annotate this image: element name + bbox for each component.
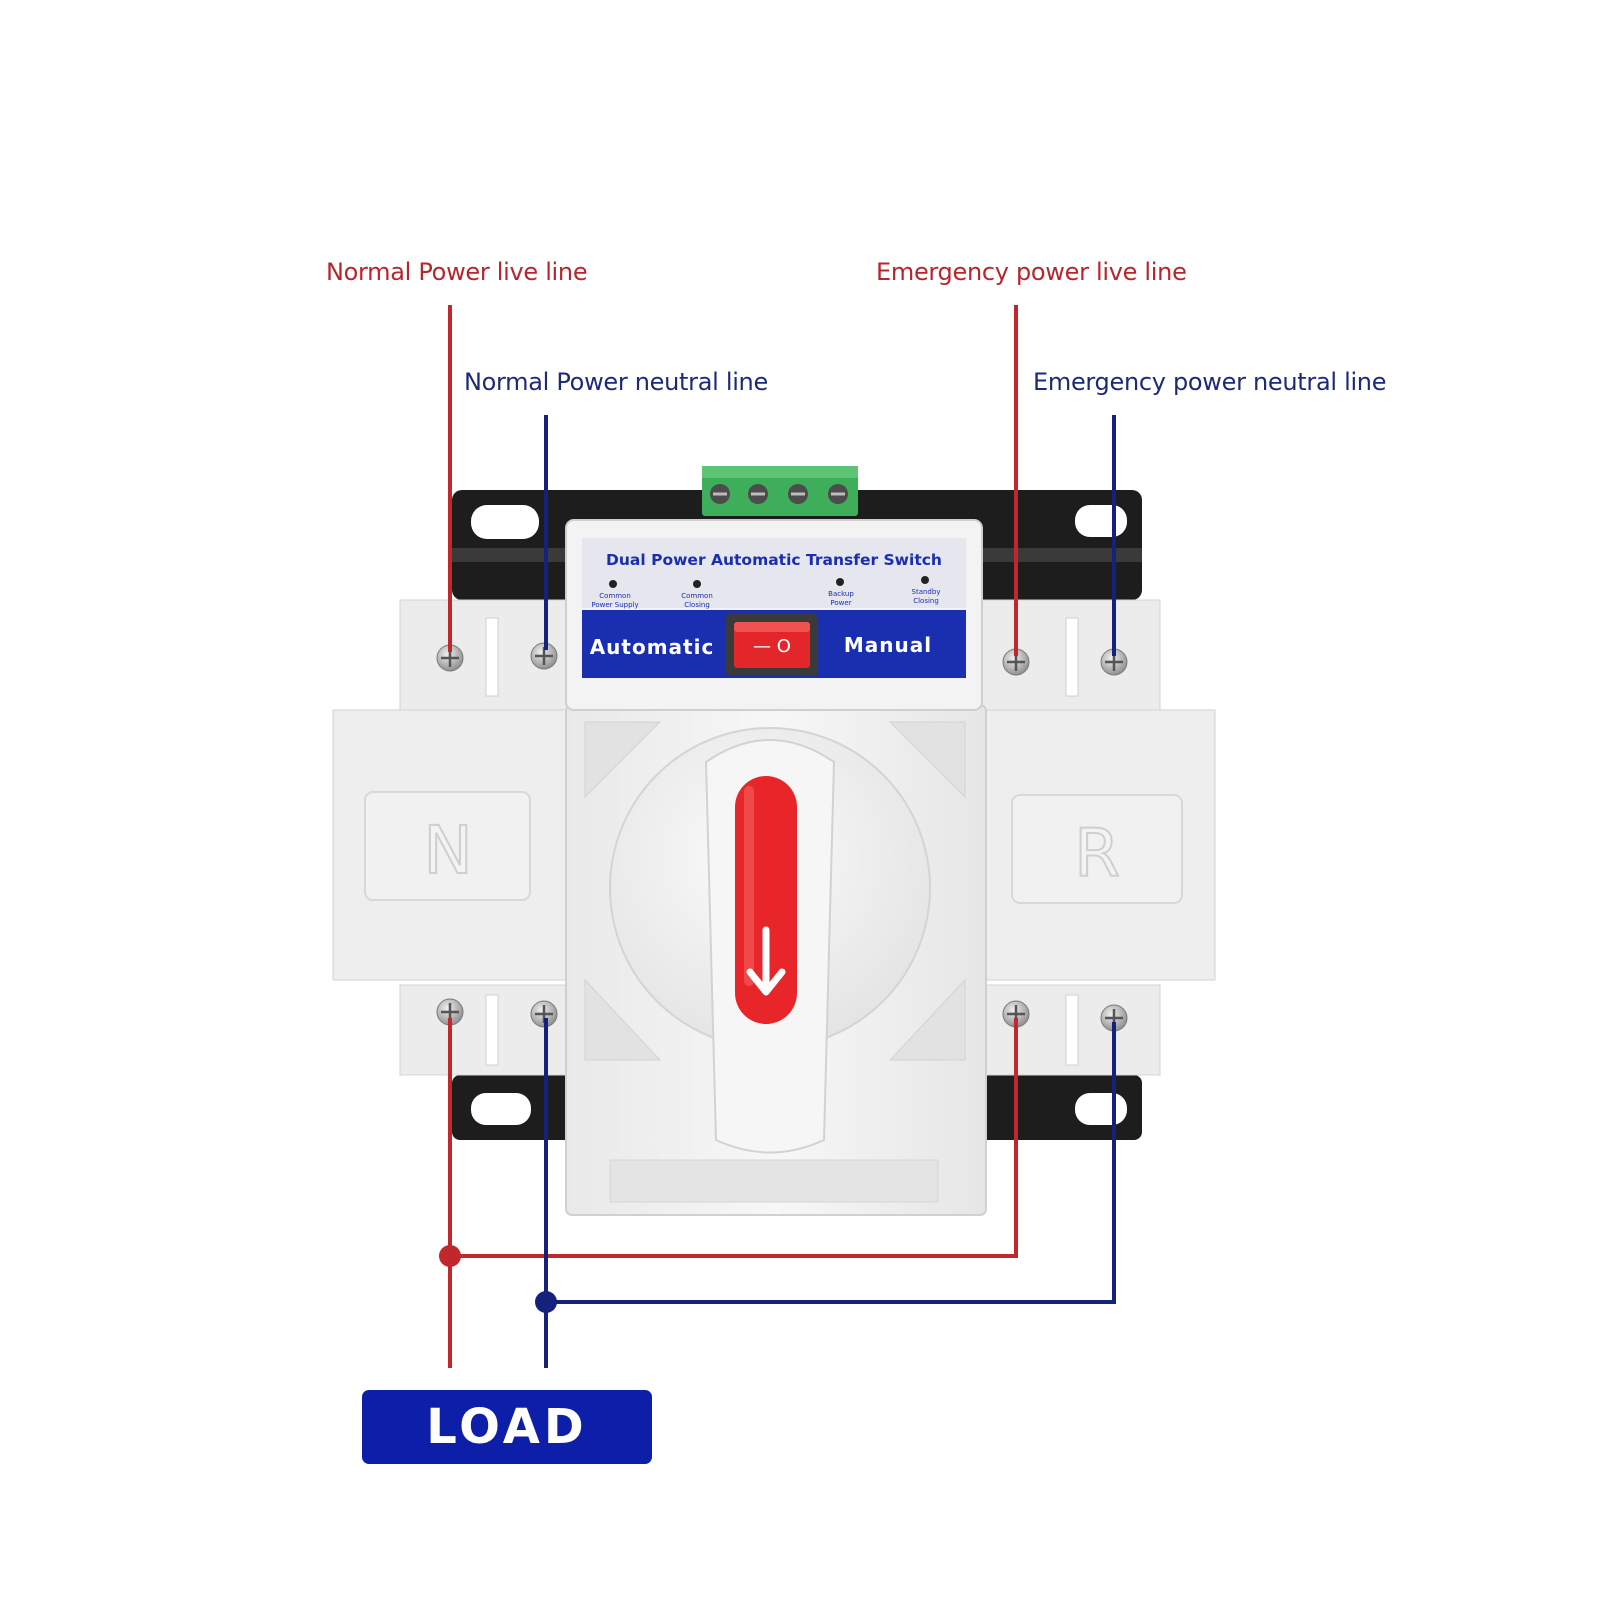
side-module-r: [979, 709, 1216, 981]
neutral-junction-dot: [535, 1291, 557, 1313]
control-terminal-block: [702, 466, 858, 516]
indicator-label: Standby: [912, 588, 941, 596]
indicator-label: Power Supply: [591, 601, 638, 609]
panel-title: Dual Power Automatic Transfer Switch: [606, 551, 942, 569]
wire-neutral-out: [535, 1018, 1116, 1368]
mode-manual-label: Manual: [844, 633, 932, 657]
indicator-label: Closing: [913, 597, 939, 605]
load-badge: LOAD: [362, 1390, 652, 1464]
label-plate: [609, 1159, 939, 1203]
side-label-r: R: [1074, 815, 1120, 892]
side-module-n: [332, 709, 569, 981]
indicator-led: [693, 580, 701, 588]
wire-live-out: [439, 1018, 1018, 1368]
callout-normal-neutral: Normal Power neutral line: [464, 368, 768, 396]
indicator-led: [836, 578, 844, 586]
lower-terminal-left: [399, 984, 571, 1076]
side-label-n: N: [423, 812, 472, 889]
indicator-label: Common: [681, 592, 713, 600]
mounting-slot: [1075, 1093, 1127, 1125]
screw-emergency-neutral-bottom: [1100, 1004, 1128, 1032]
indicator-label: Backup: [828, 590, 854, 598]
arrow-down-icon: [746, 926, 786, 996]
mounting-slot: [471, 1093, 531, 1125]
mounting-slot: [1075, 505, 1127, 537]
mounting-slot: [471, 505, 539, 539]
rocker-symbols: — O: [753, 636, 791, 657]
upper-terminal-right: [979, 599, 1161, 711]
indicator-label: Common: [599, 592, 631, 600]
lower-terminal-right: [979, 984, 1161, 1076]
live-junction-dot: [439, 1245, 461, 1267]
mode-rocker-switch[interactable]: [726, 614, 818, 676]
mode-automatic-label: Automatic: [590, 635, 715, 659]
callout-emergency-neutral: Emergency power neutral line: [1033, 368, 1387, 396]
indicator-led: [921, 576, 929, 584]
indicator-label: Power: [830, 599, 851, 607]
indicator-label: Closing: [684, 601, 710, 609]
callout-emergency-live: Emergency power live line: [876, 258, 1187, 286]
screw-emergency-live-bottom: [1002, 1000, 1030, 1028]
rotary-handle[interactable]: [609, 727, 931, 1154]
indicator-led: [609, 580, 617, 588]
callout-normal-live: Normal Power live line: [326, 258, 588, 286]
